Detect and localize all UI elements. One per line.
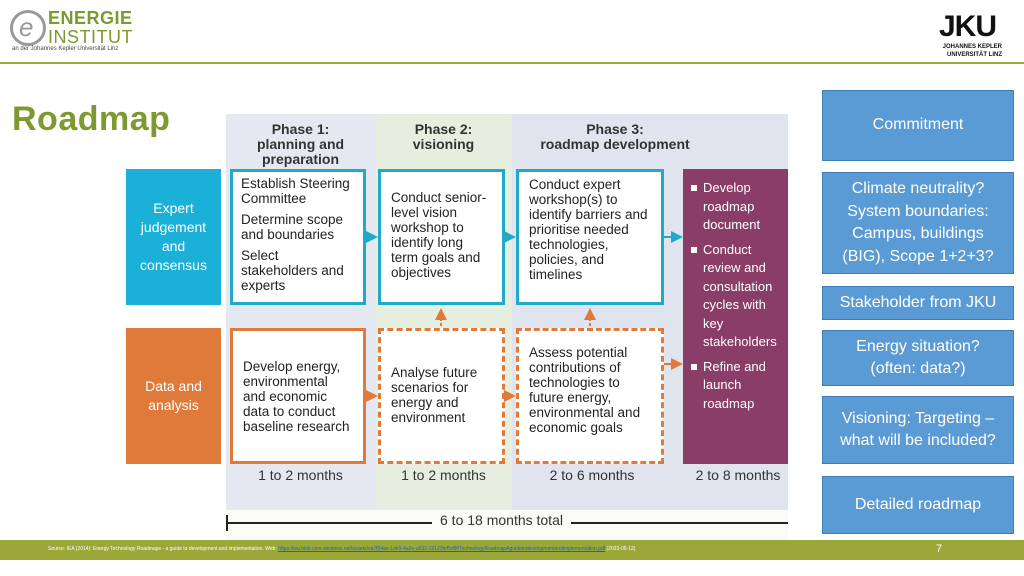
sidebar-box-commitment: Commitment xyxy=(822,90,1014,161)
roadmap-step: Conduct review and consultation cycles w… xyxy=(691,241,780,352)
phase3-heading: Phase 3: roadmap development xyxy=(540,121,690,152)
jku-logo-mark: JKU xyxy=(938,10,997,43)
energie-institut-logo-circle xyxy=(10,10,46,46)
box-phase1-expert-item: Establish Steering Committee xyxy=(241,176,350,206)
box-phase3-roadmap-development: Develop roadmap document Conduct review … xyxy=(683,169,788,464)
jku-logo-line2: UNIVERSITÄT LINZ xyxy=(947,52,1002,58)
flow-arrows xyxy=(366,231,683,402)
energie-institut-logo-e: e xyxy=(19,12,34,42)
duration-phase3-roadmap: 2 to 8 months xyxy=(695,467,781,483)
duration-phase1: 1 to 2 months xyxy=(258,467,343,483)
footer-bar: Source: IEA (2014): Energy Technology Ro… xyxy=(0,540,1024,560)
box-phase1-expert-item: Select stakeholders and experts xyxy=(241,248,344,293)
footer-source: Source: IEA (2014): Energy Technology Ro… xyxy=(48,546,635,552)
phase2-heading: Phase 2: visioning xyxy=(412,121,475,152)
energie-institut-logo-line2: INSTITUT xyxy=(48,27,133,47)
page-number: 7 xyxy=(936,543,943,555)
sidebar-box-energy-situation: Energy situation? (often: data?) xyxy=(822,330,1014,386)
roadmap-step: Develop roadmap document xyxy=(691,179,780,235)
roadmap-diagram: Phase 1: planning and preparation Phase … xyxy=(126,114,788,540)
sidebar-box-detailed-roadmap: Detailed roadmap xyxy=(822,476,1014,534)
total-duration-label: 6 to 18 months total xyxy=(432,512,571,528)
sidebar-box-stakeholder: Stakeholder from JKU xyxy=(822,286,1014,320)
box-phase2-expert: Conduct senior-level vision workshop to … xyxy=(378,169,505,305)
energie-institut-logo-sub: an der Johannes Kepler Universität Linz xyxy=(12,46,119,52)
box-phase1-data: Develop energy, environmental and econom… xyxy=(230,328,366,464)
box-phase3-expert: Conduct expert workshop(s) to identify b… xyxy=(516,169,664,305)
page-title: Roadmap xyxy=(12,100,171,138)
footer-source-date: (2023-06-12) xyxy=(606,546,636,552)
row-label-data-analysis: Data and analysis xyxy=(126,328,221,464)
sidebar-box-climate-neutrality: Climate neutrality? System boundaries: C… xyxy=(822,172,1014,274)
row-label-expert-judgement: Expert judgement and consensus xyxy=(126,169,221,305)
sidebar-box-visioning: Visioning: Targeting – what will be incl… xyxy=(822,396,1014,464)
total-timeline-tick xyxy=(226,515,228,531)
jku-logo-line1: JOHANNES KEPLER xyxy=(942,44,1002,50)
box-phase1-expert: Establish Steering Committee Determine s… xyxy=(230,169,366,305)
footer-source-link[interactable]: https://iea.blob.core.windows.net/assets… xyxy=(278,546,606,552)
box-phase1-expert-item: Determine scope and boundaries xyxy=(241,212,344,242)
duration-phase2: 1 to 2 months xyxy=(401,467,486,483)
jku-logo: JKU JOHANNES KEPLER UNIVERSITÄT LINZ xyxy=(902,10,1002,60)
box-phase2-data: Analyse future scenarios for energy and … xyxy=(378,328,505,464)
footer-source-text: Source: IEA (2014): Energy Technology Ro… xyxy=(48,546,277,552)
energie-institut-logo-line1: ENERGIE xyxy=(48,8,133,28)
box-phase3-data: Assess potential contributions of techno… xyxy=(516,328,664,464)
roadmap-step: Refine and launch roadmap xyxy=(691,358,780,414)
energie-institut-logo: e ENERGIE INSTITUT an der Johannes Keple… xyxy=(10,8,160,58)
header-divider xyxy=(0,62,1024,64)
phase1-heading: Phase 1: planning and preparation xyxy=(256,121,345,167)
duration-phase3-workshops: 2 to 6 months xyxy=(549,467,635,483)
